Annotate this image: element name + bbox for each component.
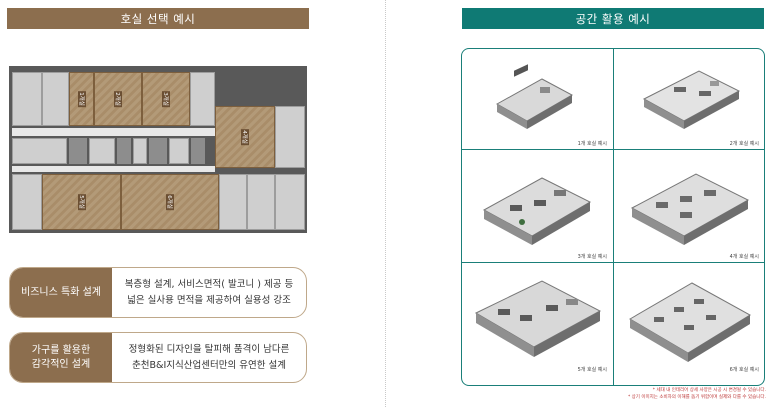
unit-2-room[interactable]: 2개실 — [94, 72, 142, 126]
unit-label: 3개실 — [162, 91, 170, 107]
unit-label: 2개실 — [114, 91, 122, 107]
isometric-render — [495, 64, 574, 129]
feature-tag-line: 감각적인 설계 — [31, 358, 91, 370]
isometric-render — [642, 70, 741, 129]
unit-1-room[interactable]: 1개실 — [69, 72, 94, 126]
unit-4-room[interactable]: 4개실 — [215, 106, 275, 168]
example-1-room[interactable]: 1개 호실 예시 — [462, 49, 613, 149]
example-2-room[interactable]: 2개 호실 예시 — [614, 49, 764, 149]
usage-gallery: 1개 호실 예시 2개 호실 예시 3개 호실 예시 — [461, 48, 765, 386]
unit-6-room[interactable]: 6개실 — [121, 174, 219, 230]
example-6-room[interactable]: 6개 호실 예시 — [614, 263, 764, 385]
feature-line: 춘천B&I지식산업센터만의 유연한 설계 — [132, 359, 286, 371]
divider — [385, 0, 386, 407]
isometric-render — [630, 173, 750, 245]
caption: 4개 호실 예시 — [729, 254, 759, 260]
feature-description: 정형화된 디자인을 탈피해 품격이 남다른 춘천B&I지식산업센터만의 유연한 … — [112, 333, 306, 382]
disclaimer-line: * 세대 내 인테리어 상세 사양은 시공 시 변경될 수 있습니다. — [652, 388, 766, 393]
caption: 6개 호실 예시 — [729, 367, 759, 373]
feature-tag-line: 가구를 활용한 — [31, 344, 91, 356]
feature-line: 복층형 설계, 서비스면적( 발코니 ) 제공 등 — [124, 278, 294, 290]
unit-label: 6개실 — [166, 194, 174, 210]
unit-label: 5개실 — [77, 194, 86, 210]
section-title-space-usage: 공간 활용 예시 — [462, 8, 764, 29]
feature-furniture: 가구를 활용한 감각적인 설계 정형화된 디자인을 탈피해 품격이 남다른 춘천… — [9, 332, 307, 383]
isometric-render — [482, 177, 592, 245]
example-5-room[interactable]: 5개 호실 예시 — [462, 263, 613, 385]
unit-3-room[interactable]: 3개실 — [142, 72, 190, 126]
caption: 3개 호실 예시 — [577, 254, 607, 260]
unit-label: 1개실 — [77, 91, 86, 107]
feature-line: 넓은 실사용 면적을 제공하여 실용성 강조 — [127, 294, 291, 306]
feature-tag: 비즈니스 특화 설계 — [10, 268, 112, 317]
caption: 2개 호실 예시 — [729, 141, 759, 147]
feature-tag: 가구를 활용한 감각적인 설계 — [10, 333, 112, 382]
example-4-room[interactable]: 4개 호실 예시 — [614, 150, 764, 262]
disclaimer: * 세대 내 인테리어 상세 사양은 시공 시 변경될 수 있습니다. * 상기… — [470, 387, 766, 401]
caption: 5개 호실 예시 — [577, 367, 607, 373]
feature-business: 비즈니스 특화 설계 복층형 설계, 서비스면적( 발코니 ) 제공 등 넓은 … — [9, 267, 307, 318]
isometric-render — [629, 282, 751, 362]
feature-line: 정형화된 디자인을 탈피해 품격이 남다른 — [128, 343, 290, 355]
unit-label: 4개실 — [241, 129, 249, 145]
caption: 1개 호실 예시 — [577, 141, 607, 147]
disclaimer-line: * 상기 이미지는 소비자의 이해를 돕기 위함이며 실제와 다를 수 있습니다… — [627, 395, 766, 400]
example-3-room[interactable]: 3개 호실 예시 — [462, 150, 613, 262]
floor-plan: 1개실 2개실 3개실 4개실 5개실 6개실 — [9, 66, 307, 233]
isometric-render — [474, 280, 602, 357]
feature-description: 복층형 설계, 서비스면적( 발코니 ) 제공 등 넓은 실사용 면적을 제공하… — [112, 268, 306, 317]
section-title-room-selection: 호실 선택 예시 — [7, 8, 309, 29]
unit-5-room[interactable]: 5개실 — [42, 174, 121, 230]
